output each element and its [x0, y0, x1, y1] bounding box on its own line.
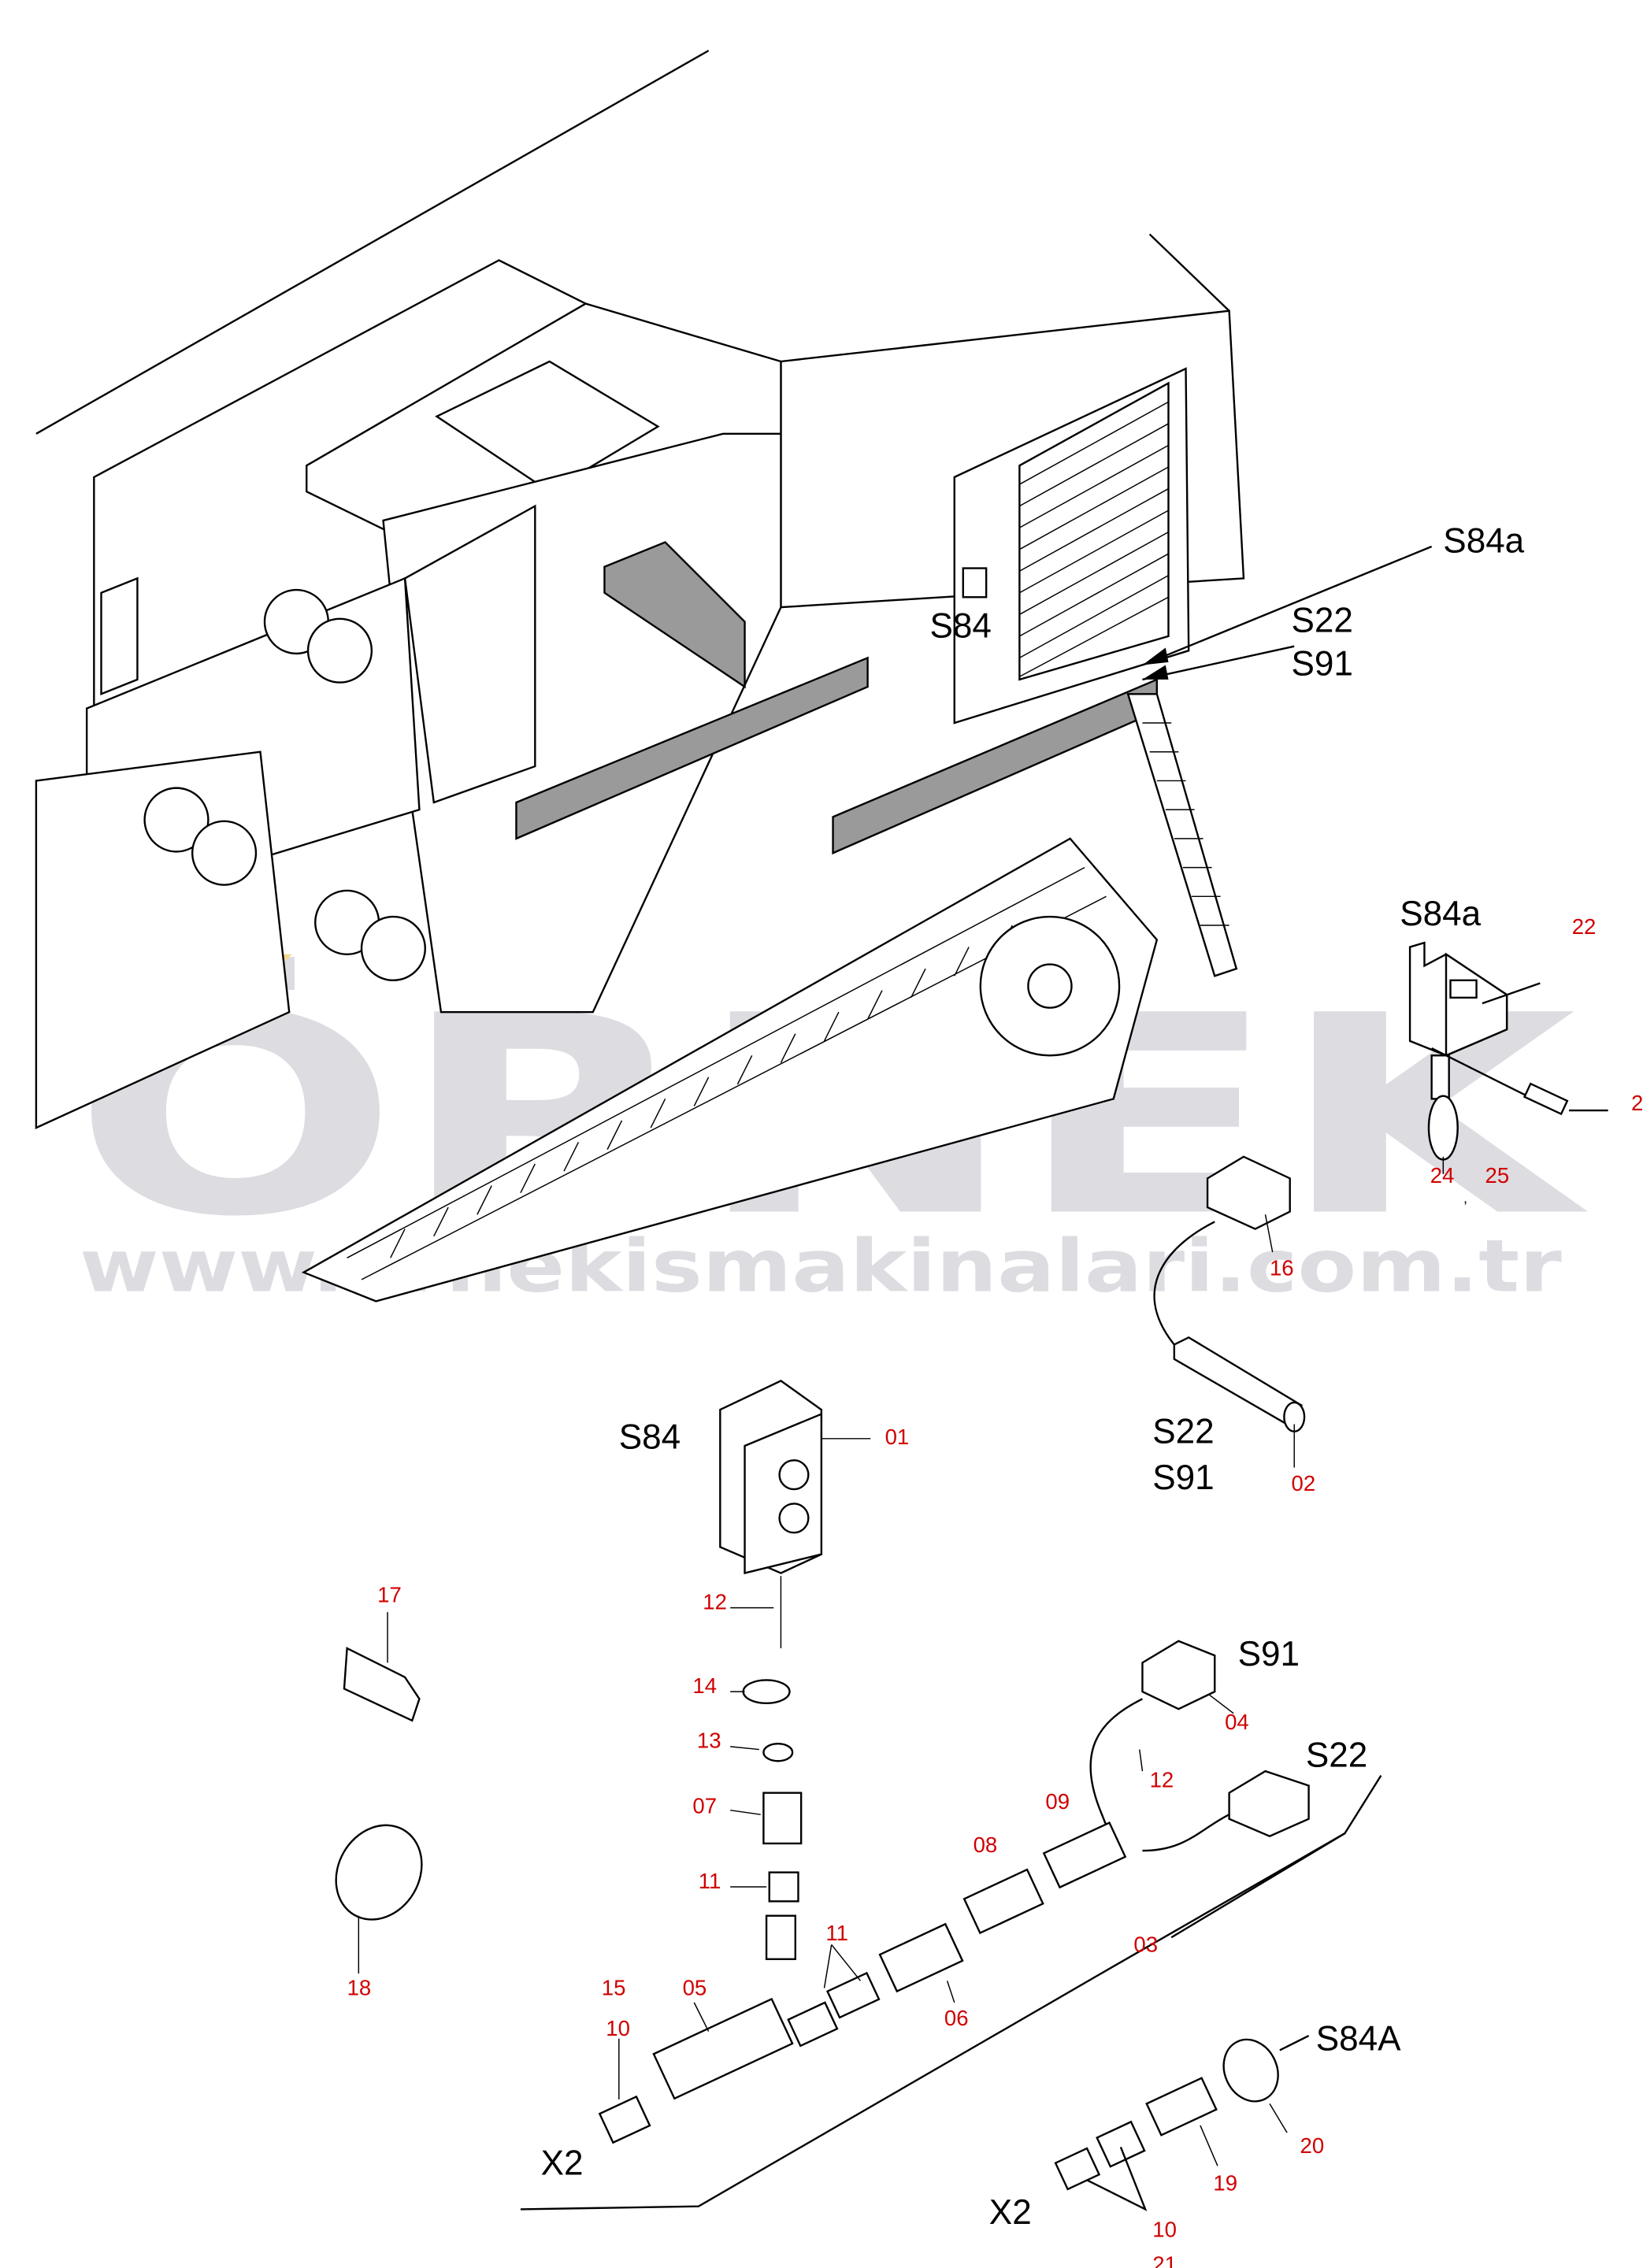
callout-12: 12 — [703, 1589, 727, 1614]
label-s91: S91 — [1152, 1458, 1214, 1497]
callout-03: 03 — [1133, 1933, 1158, 1957]
callout-24: 24 — [1430, 1163, 1455, 1188]
callout-11: 11 — [699, 1869, 721, 1893]
callout-22: 22 — [1572, 914, 1597, 939]
callout-12b: 12 — [1150, 1767, 1174, 1792]
callout-06: 06 — [944, 2006, 969, 2030]
callout-10: 10 — [606, 2016, 630, 2040]
radiator-grille — [1018, 381, 1170, 681]
sensor-detail: 16 S22 S91 02 — [1152, 1155, 1316, 1497]
label-s91-connector: S91 — [1238, 1635, 1300, 1673]
s84-switch-detail: S84 01 — [619, 1380, 910, 1575]
callout-11b: 11 — [825, 1921, 848, 1945]
callout-14: 14 — [692, 1673, 717, 1698]
callout-16: 16 — [1270, 1255, 1294, 1280]
callout-09: 09 — [1045, 1789, 1070, 1814]
label-s22-location: S22 — [1292, 601, 1353, 639]
callout-23-cut: 2 — [1631, 1091, 1643, 1115]
s84-title: S84 — [619, 1418, 681, 1457]
callout-17: 17 — [377, 1582, 402, 1606]
s84a-connector-title: S84A — [1316, 2019, 1401, 2058]
label-s84-location: S84 — [930, 607, 992, 646]
label-s22: S22 — [1152, 1412, 1214, 1451]
callout-07: 07 — [692, 1793, 717, 1818]
callout-15: 15 — [602, 1976, 626, 2000]
callout-13: 13 — [697, 1729, 721, 1753]
s84a-title: S84a — [1400, 895, 1481, 933]
callout-04: 04 — [1225, 1710, 1249, 1734]
callout-21: 21 — [1152, 2251, 1177, 2268]
label-x2-right: X2 — [989, 2193, 1032, 2232]
callout-01: 01 — [885, 1425, 910, 1449]
label-x2-left: X2 — [541, 2144, 584, 2182]
callout-19: 19 — [1213, 2171, 1237, 2196]
label-s84a-location: S84a — [1443, 521, 1524, 560]
loose-parts: 17 18 — [335, 1582, 423, 2000]
watermark-url: www.ornekismakinalari.com.tr — [80, 1225, 1562, 1309]
callout-05: 05 — [683, 1976, 707, 2000]
callout-18: 18 — [347, 1976, 372, 2000]
label-s22-connector: S22 — [1306, 1736, 1367, 1775]
callout-25: 25 — [1485, 1163, 1510, 1188]
callout-08: 08 — [974, 1833, 998, 1857]
comma-mark: , — [1463, 1190, 1467, 1206]
callout-20: 20 — [1300, 2133, 1325, 2158]
s84a-switch-detail: S84a 22 2 24 25 , — [1400, 895, 1643, 1206]
callout-02: 02 — [1292, 1471, 1316, 1495]
callout-10b: 10 — [1152, 2217, 1177, 2241]
harness-assembly: 12 14 13 07 11 S91 04 S22 12 09 08 03 11… — [520, 1576, 1382, 2211]
s84a-connector-detail: S84A 20 19 X2 10 21 — [989, 2019, 1401, 2268]
label-s91-location: S91 — [1292, 644, 1353, 683]
crawler-machine-illustration: S84a S22 S91 S84 — [35, 50, 1525, 1303]
